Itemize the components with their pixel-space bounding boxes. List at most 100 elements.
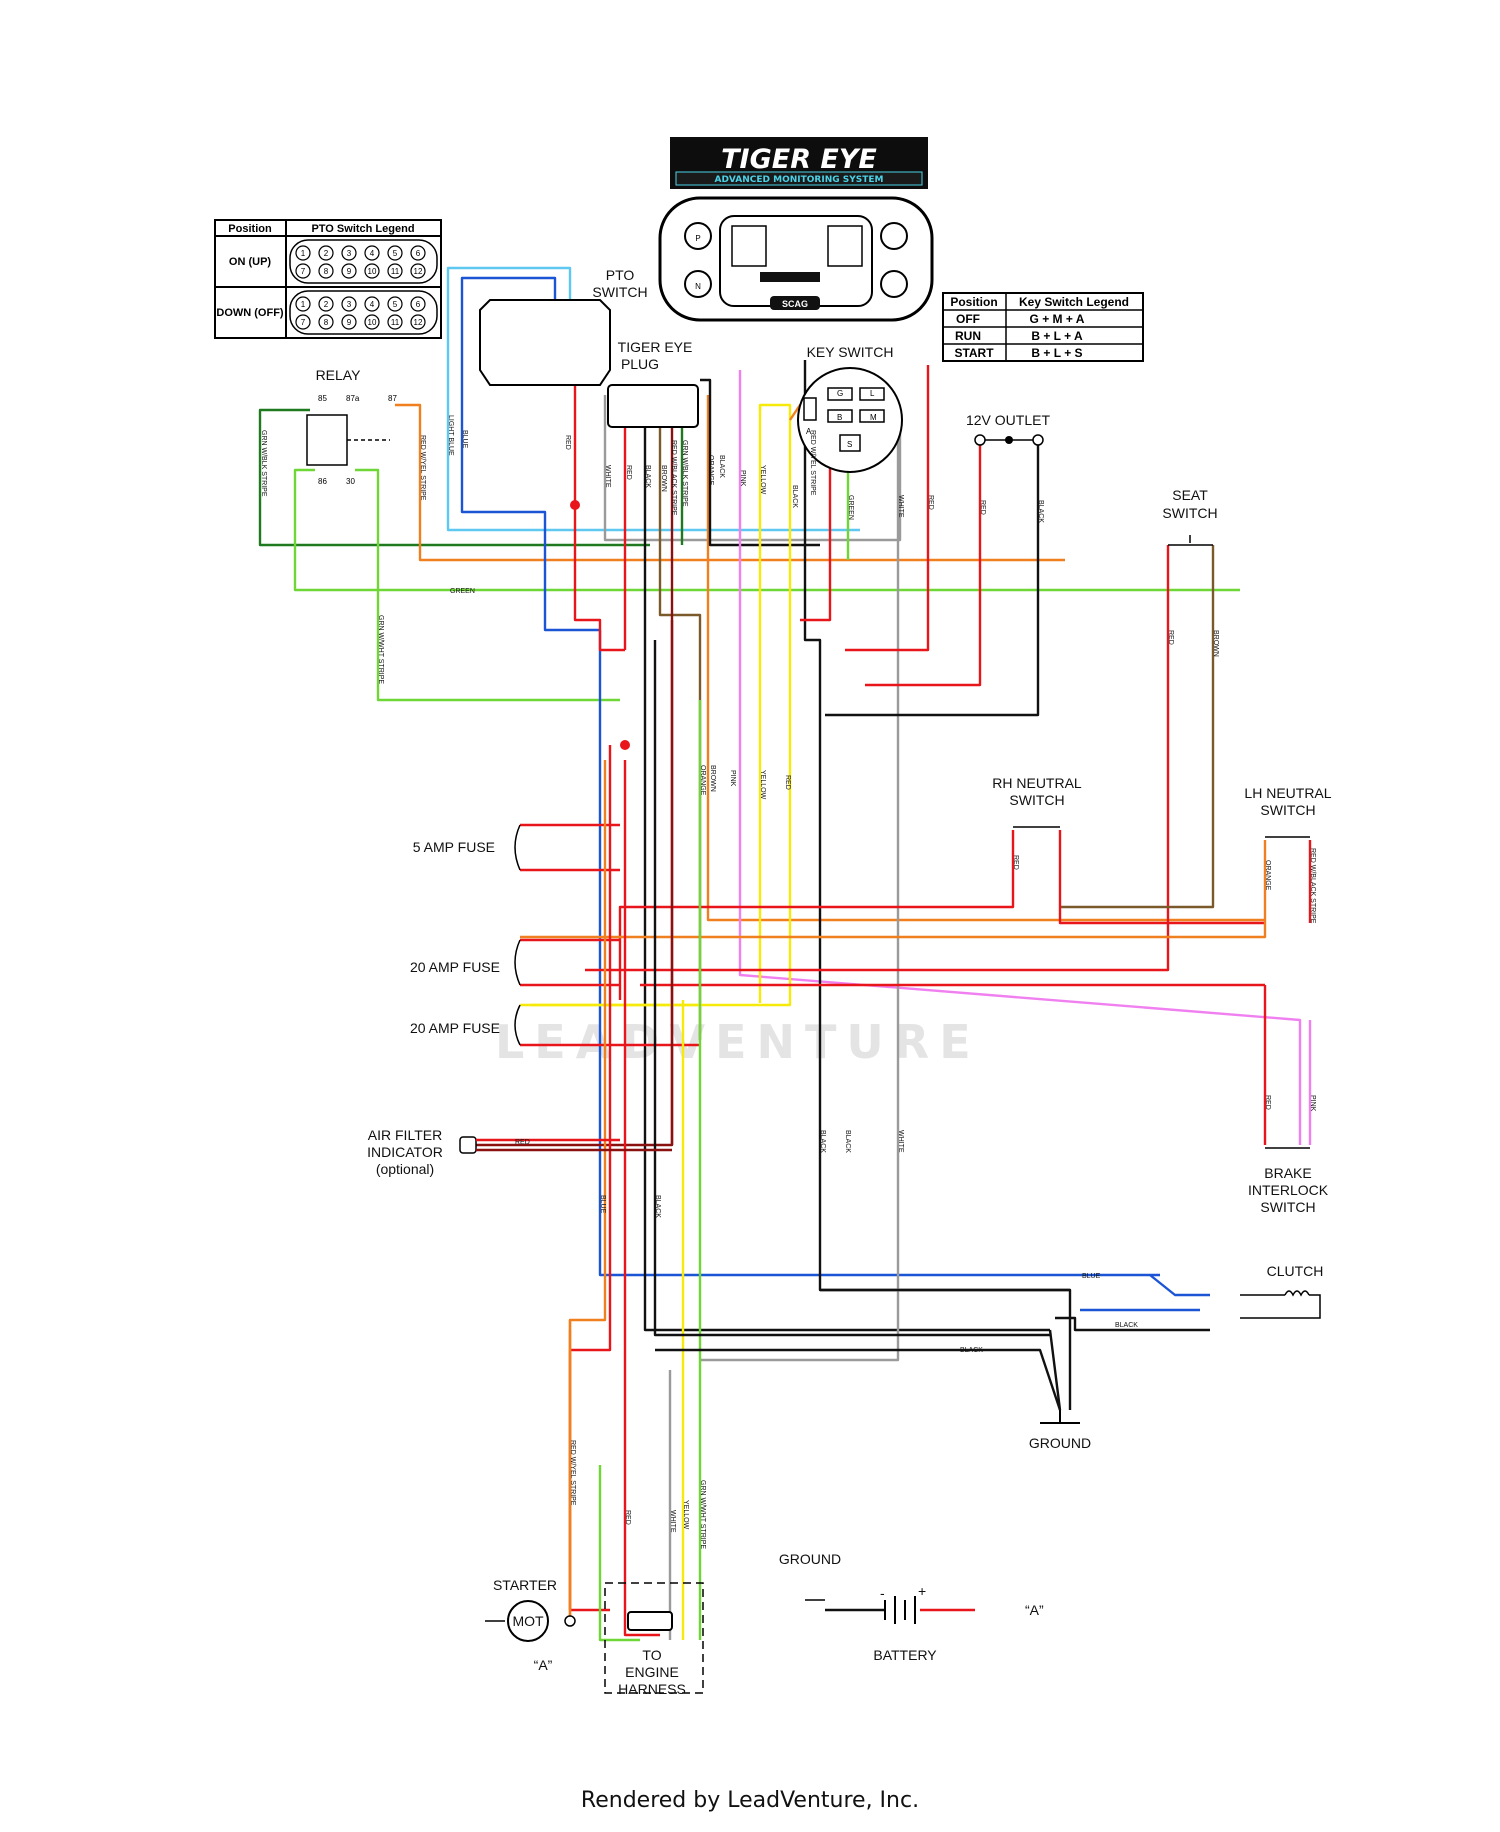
pto-pin-number: 4 bbox=[370, 300, 375, 309]
svg-text:85: 85 bbox=[318, 394, 327, 403]
svg-text:HARNESS: HARNESS bbox=[618, 1681, 686, 1697]
wire-green-relay-b bbox=[355, 468, 620, 702]
svg-text:AIR FILTER: AIR FILTER bbox=[368, 1127, 442, 1143]
pto-pin bbox=[410, 314, 426, 330]
key-legend-start-value: B + L + S bbox=[1031, 346, 1082, 360]
svg-text:RED: RED bbox=[1167, 630, 1174, 645]
svg-text:ORANGE: ORANGE bbox=[699, 765, 706, 796]
engine-harness: TO ENGINE HARNESS bbox=[604, 1582, 704, 1697]
wire-black-ground-c bbox=[655, 1348, 1062, 1411]
svg-text:WHITE: WHITE bbox=[897, 495, 904, 518]
svg-text:BLACK: BLACK bbox=[960, 1347, 983, 1354]
svg-text:RED W/BLACK STRIPE: RED W/BLACK STRIPE bbox=[1309, 848, 1316, 924]
pto-pin-number: 7 bbox=[301, 318, 306, 327]
pto-pin-number: 11 bbox=[391, 267, 400, 276]
svg-text:B: B bbox=[837, 413, 842, 422]
svg-text:YELLOW: YELLOW bbox=[759, 770, 766, 800]
svg-text:+: + bbox=[918, 1583, 926, 1599]
svg-text:GRN W/BLK STRIPE: GRN W/BLK STRIPE bbox=[260, 430, 267, 497]
svg-text:BLUE: BLUE bbox=[1082, 1273, 1101, 1280]
pto-pin bbox=[318, 263, 334, 279]
svg-text:12V OUTLET: 12V OUTLET bbox=[966, 412, 1050, 428]
svg-text:P: P bbox=[695, 234, 700, 243]
wires bbox=[258, 266, 1312, 1642]
main-ground: GROUND bbox=[1029, 1410, 1091, 1451]
wire-black-clutch bbox=[1055, 1316, 1210, 1332]
pto-pin-number: 4 bbox=[370, 249, 375, 258]
svg-text:SWITCH: SWITCH bbox=[1162, 505, 1217, 521]
pto-pin-number: 12 bbox=[414, 318, 423, 327]
key-legend-run-value: B + L + A bbox=[1031, 329, 1083, 343]
wire-labels: GRN W/BLK STRIPE RED W/YEL STRIPE LIGHT … bbox=[260, 415, 1316, 1549]
key-legend-header-position: Position bbox=[950, 295, 997, 309]
svg-text:BLACK: BLACK bbox=[1115, 1322, 1138, 1329]
pto-pin-number: 2 bbox=[324, 249, 329, 258]
svg-text:CLUTCH: CLUTCH bbox=[1267, 1263, 1324, 1279]
svg-text:(optional): (optional) bbox=[376, 1161, 434, 1177]
wire-black-ground-b bbox=[1048, 1329, 1062, 1411]
pto-legend-header-title: PTO Switch Legend bbox=[311, 223, 414, 235]
svg-text:BLACK: BLACK bbox=[844, 1130, 851, 1153]
pto-pin bbox=[341, 296, 357, 312]
wire-red-seat bbox=[585, 545, 1170, 972]
svg-text:TO: TO bbox=[642, 1647, 661, 1663]
pto-pin-number: 1 bbox=[301, 249, 306, 258]
svg-text:SEAT: SEAT bbox=[1172, 487, 1208, 503]
junction-dot bbox=[570, 500, 580, 510]
svg-text:GRN W/BLK STRIPE: GRN W/BLK STRIPE bbox=[681, 440, 688, 507]
wire-red-key-b bbox=[845, 365, 930, 652]
pto-pin bbox=[341, 263, 357, 279]
pto-pin bbox=[387, 263, 403, 279]
pto-pin-number: 6 bbox=[416, 249, 421, 258]
wire-black-plug-b bbox=[700, 378, 820, 547]
pto-pin bbox=[410, 296, 426, 312]
pto-pin bbox=[295, 296, 311, 312]
svg-text:SWITCH: SWITCH bbox=[1260, 1199, 1315, 1215]
svg-text:ORANGE: ORANGE bbox=[1264, 860, 1271, 891]
svg-text:-: - bbox=[880, 1585, 885, 1601]
svg-text:RED: RED bbox=[1264, 1095, 1271, 1110]
wire-red-rh bbox=[618, 830, 1015, 1000]
clutch: CLUTCH bbox=[1240, 1263, 1324, 1319]
pto-pin bbox=[364, 296, 380, 312]
svg-text:RED: RED bbox=[927, 495, 934, 510]
rh-neutral-switch: RH NEUTRAL SWITCH bbox=[992, 775, 1082, 828]
pto-pin-number: 9 bbox=[347, 318, 352, 327]
pto-legend-row-on: ON (UP) bbox=[229, 256, 272, 268]
wire-red-key bbox=[800, 440, 832, 622]
relay: RELAY 85 87a 87 86 30 bbox=[306, 367, 397, 486]
wire-red-outlet bbox=[865, 440, 982, 687]
svg-text:ORANGE: ORANGE bbox=[707, 455, 714, 486]
wire-dark-green bbox=[258, 408, 650, 547]
pto-pin bbox=[364, 245, 380, 261]
pto-pin-number: 10 bbox=[368, 318, 377, 327]
wire-red-rh-b bbox=[1058, 830, 1265, 925]
wire-pink bbox=[738, 370, 1302, 1145]
svg-text:L: L bbox=[870, 389, 875, 398]
pto-pin-number: 7 bbox=[301, 267, 306, 276]
pto-pin bbox=[318, 296, 334, 312]
svg-text:N: N bbox=[695, 282, 701, 291]
wire-brown-seat bbox=[1060, 545, 1215, 909]
svg-text:RED W/YEL STRIPE: RED W/YEL STRIPE bbox=[419, 435, 426, 501]
seat-switch: SEAT SWITCH bbox=[1162, 487, 1218, 546]
svg-text:RH NEUTRAL: RH NEUTRAL bbox=[992, 775, 1082, 791]
svg-text:WHITE: WHITE bbox=[897, 1130, 904, 1153]
pto-pin bbox=[318, 245, 334, 261]
svg-text:YELLOW: YELLOW bbox=[682, 1500, 689, 1530]
svg-text:WHITE: WHITE bbox=[604, 465, 611, 488]
svg-text:BLACK: BLACK bbox=[791, 485, 798, 508]
pto-pin bbox=[387, 296, 403, 312]
pto-pin-number: 2 bbox=[324, 300, 329, 309]
pto-pin-number: 5 bbox=[393, 249, 398, 258]
svg-text:GROUND: GROUND bbox=[779, 1551, 841, 1567]
wire-white-key bbox=[700, 430, 900, 1362]
svg-text:A: A bbox=[806, 427, 812, 436]
svg-text:SWITCH: SWITCH bbox=[592, 284, 647, 300]
pto-pin-number: 6 bbox=[416, 300, 421, 309]
svg-text:TIGER EYE: TIGER EYE bbox=[618, 339, 693, 355]
svg-text:BLUE: BLUE bbox=[461, 430, 468, 449]
starter: STARTER MOT “A” bbox=[485, 1577, 576, 1673]
fuse-20a-label: 20 AMP FUSE bbox=[410, 959, 500, 975]
